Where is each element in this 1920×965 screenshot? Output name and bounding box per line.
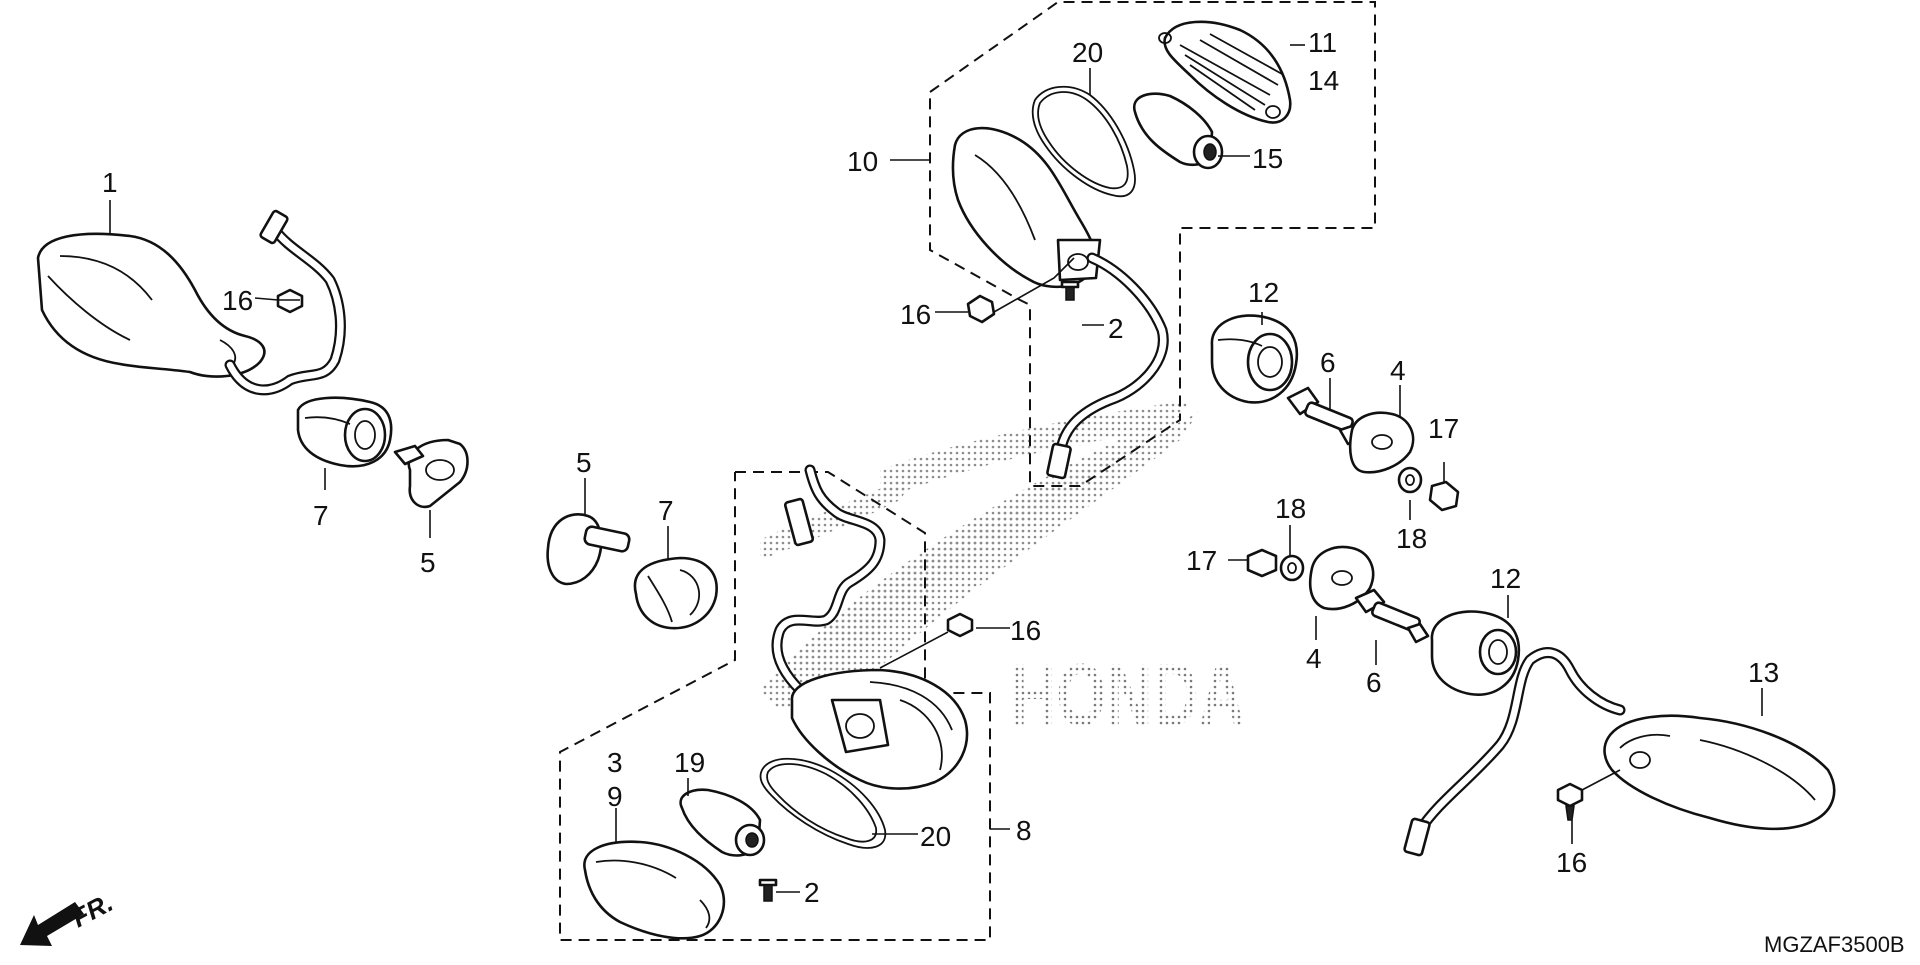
callout-18a: 18 [1275, 493, 1306, 524]
part-13-rear-indicator-right [1603, 714, 1836, 831]
callout-6a: 6 [1320, 347, 1336, 378]
callout-11: 11 [1308, 27, 1337, 58]
part-8-rear-indicator-housing [790, 668, 969, 790]
callout-4a: 4 [1390, 355, 1406, 386]
part-13-wire [1403, 647, 1626, 857]
callout-4b: 4 [1306, 643, 1322, 674]
part-18-washer-b [1279, 554, 1305, 582]
part-12-grommet-upper [1210, 314, 1299, 404]
part-2-screw-b [758, 878, 778, 902]
callout-16a: 16 [222, 285, 253, 316]
part-17-nut-a [1428, 480, 1460, 512]
callout-5a: 5 [420, 547, 436, 578]
part-19-bulb-lower [679, 788, 766, 857]
part-4-plate-upper [1348, 411, 1415, 474]
part-20-gasket-upper-inner [1037, 91, 1129, 190]
part-15-bulb-upper [1132, 92, 1224, 170]
assembly-box-8 [559, 471, 991, 941]
part-5-bracket-center [546, 513, 631, 586]
callout-12a: 12 [1248, 277, 1279, 308]
callout-16d: 16 [1556, 847, 1587, 878]
callout-15: 15 [1252, 143, 1283, 174]
callout-5b: 5 [576, 447, 592, 478]
part-11-lens-upper [1158, 20, 1292, 124]
watermark-wing-logo [760, 400, 1200, 710]
callout-20b: 20 [920, 821, 951, 852]
callout-6b: 6 [1366, 667, 1382, 698]
callouts: 1 16 7 5 10 20 11 14 15 16 2 12 6 4 17 1… [102, 27, 1779, 908]
part-9-lens-lower [583, 840, 726, 940]
callout-18b: 18 [1396, 523, 1427, 554]
part-16-screw-b [966, 294, 996, 324]
part-10-rear-indicator-housing [951, 126, 1102, 289]
part-1-wire [224, 209, 346, 396]
part-7-grommet-center [633, 556, 718, 630]
part-16-screw-c [946, 612, 974, 638]
callout-7b: 7 [658, 495, 674, 526]
callout-2a: 2 [1108, 313, 1124, 344]
part-12-grommet-lower [1430, 610, 1521, 696]
callout-12b: 12 [1490, 563, 1521, 594]
front-direction-arrow: FR. [20, 887, 118, 946]
callout-16b: 16 [900, 299, 931, 330]
assembly-box-10 [929, 0, 1376, 487]
part-8-wire [771, 464, 886, 696]
part-4-plate-lower [1308, 545, 1375, 611]
callout-17a: 17 [1428, 413, 1459, 444]
callout-1: 1 [102, 167, 118, 198]
callout-20a: 20 [1072, 37, 1103, 68]
part-20-gasket-lower-inner [766, 763, 877, 843]
part-6-bolt-lower [1354, 588, 1430, 644]
callout-14: 14 [1308, 65, 1339, 96]
callout-16c: 16 [1010, 615, 1041, 646]
part-7-grommet-left [296, 396, 393, 468]
part-6-bolt-upper [1286, 386, 1362, 446]
callout-19: 19 [674, 747, 705, 778]
part-10-wire [1046, 252, 1169, 480]
callout-3: 3 [607, 747, 623, 778]
watermark-letters: HONDA [1010, 645, 1245, 744]
part-20-gasket-lower [759, 757, 887, 849]
callout-9: 9 [607, 781, 623, 812]
callout-10: 10 [847, 146, 878, 177]
part-17-nut-b [1246, 548, 1278, 578]
part-2-screw-a [1060, 280, 1080, 301]
callout-2b: 2 [804, 877, 820, 908]
leader-lines [109, 44, 1763, 893]
front-label: FR. [67, 887, 118, 933]
part-18-washer-a [1397, 466, 1423, 494]
part-16-screw-d [1556, 782, 1584, 821]
callout-17b: 17 [1186, 545, 1217, 576]
callout-8: 8 [1016, 815, 1032, 846]
diagram-code: MGZAF3500B [1764, 932, 1905, 957]
callout-13: 13 [1748, 657, 1779, 688]
part-16-screw-a [276, 288, 304, 314]
callout-7a: 7 [313, 500, 329, 531]
part-5-bracket-left [393, 438, 469, 509]
part-20-gasket-upper [1031, 85, 1136, 198]
